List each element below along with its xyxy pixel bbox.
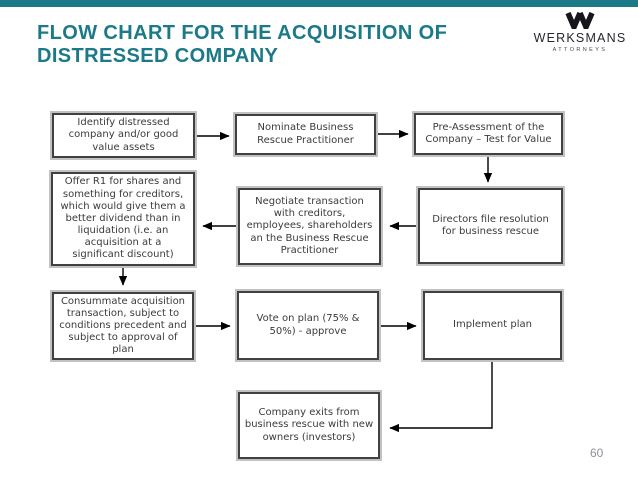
- flow-node-offer: Offer R1 for shares and something for cr…: [51, 172, 195, 266]
- arrow-implement-to-exit: [389, 362, 493, 433]
- flow-node-consummate: Consummate acquisition transaction, subj…: [52, 292, 194, 360]
- page-number: 60: [590, 446, 604, 460]
- flow-node-vote: Vote on plan (75% & 50%) - approve: [237, 291, 379, 360]
- flow-node-implement: Implement plan: [423, 291, 562, 360]
- werksmans-logo: WERKSMANS ATTORNEYS: [528, 12, 632, 53]
- flow-node-nominate: Nominate Business Rescue Practitioner: [235, 114, 376, 155]
- flow-node-directors: Directors file resolution for business r…: [418, 188, 563, 264]
- flow-node-identify: Identify distressed company and/or good …: [52, 113, 195, 158]
- logo-wordmark: WERKSMANS: [533, 31, 627, 45]
- werksmans-w-icon: [565, 12, 595, 29]
- top-accent-bar: [0, 0, 638, 7]
- flow-node-negotiate: Negotiate transaction with creditors, em…: [238, 188, 381, 265]
- logo-tagline: ATTORNEYS: [552, 47, 608, 53]
- page-title: FLOW CHART FOR THE ACQUISITION OF DISTRE…: [37, 22, 448, 67]
- flow-node-preassess: Pre-Assessment of the Company – Test for…: [414, 113, 563, 155]
- flow-node-exit: Company exits from business rescue with …: [238, 392, 380, 459]
